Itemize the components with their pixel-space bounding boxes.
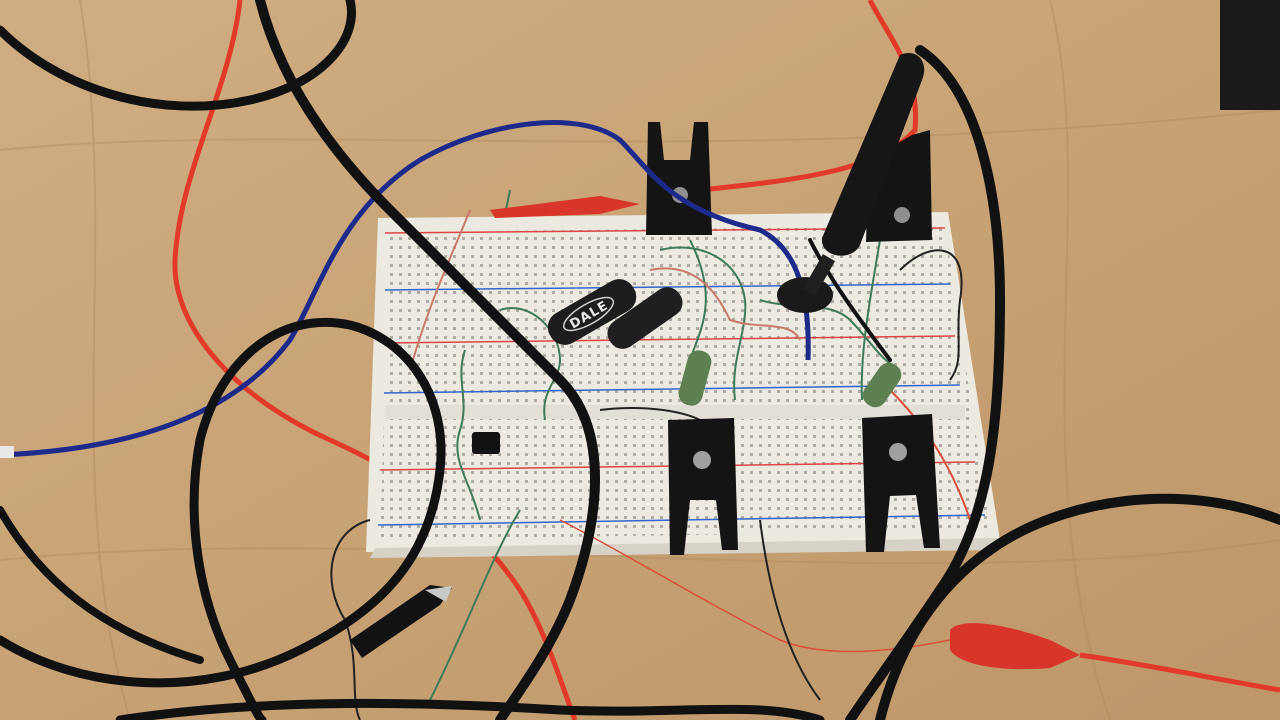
resistor-green-1 [678, 350, 712, 406]
resistor-dale-right [607, 287, 683, 349]
dark-corner-object [1220, 0, 1280, 110]
resistor-green-2 [862, 362, 902, 408]
heatsink-bottom-left [668, 418, 738, 555]
heatsink-top-right [866, 130, 932, 242]
red-alligator-clip-top [490, 196, 640, 218]
red-power-wire-top [699, 0, 919, 193]
black-alligator-clip [350, 585, 452, 658]
blue-probe-wire [0, 120, 811, 458]
red-alligator-clip-bottom [950, 623, 1280, 693]
small-transistor [472, 432, 500, 454]
heatsink-bottom-right [862, 414, 940, 552]
red-power-wire [172, 0, 578, 720]
oscilloscope-probe [777, 52, 925, 313]
white-wire-end [0, 446, 14, 458]
